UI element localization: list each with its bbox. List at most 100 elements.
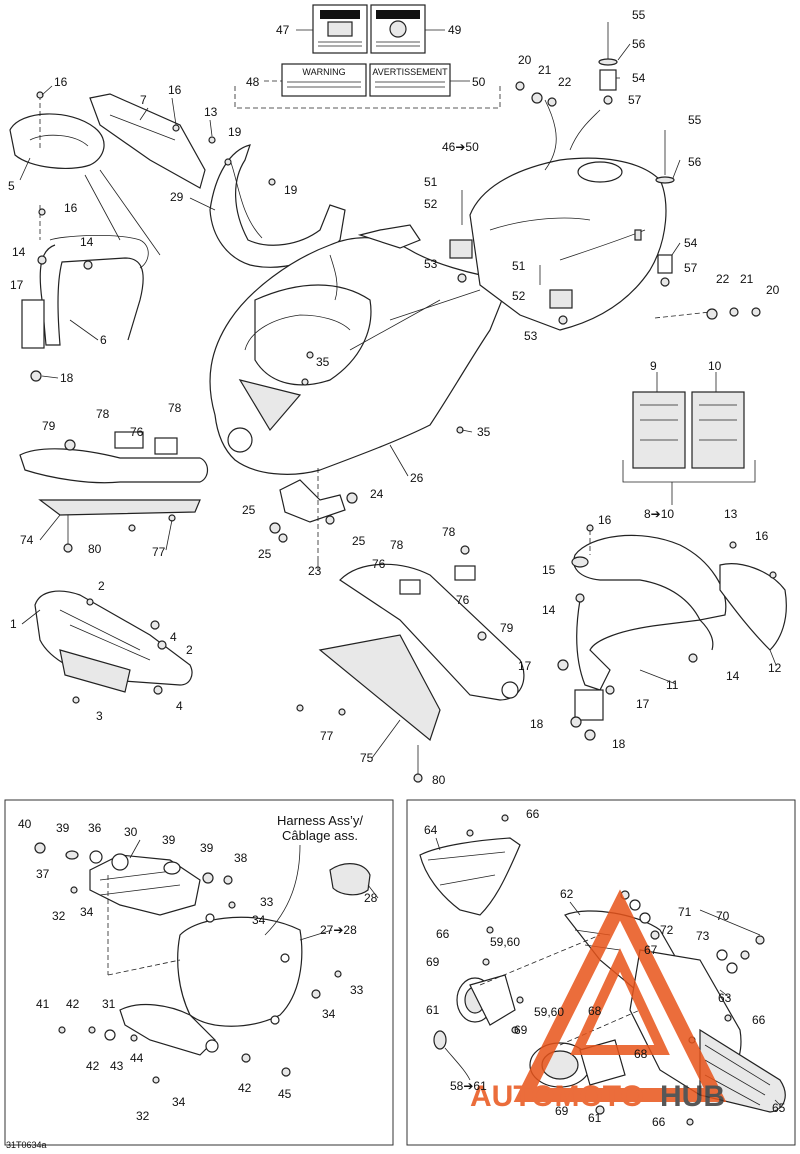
callout: 4 bbox=[176, 699, 183, 713]
callout: 8➔10 bbox=[644, 507, 674, 521]
decal-group-8-10 bbox=[622, 372, 756, 505]
hood-26 bbox=[209, 224, 511, 475]
callout: 53 bbox=[424, 257, 438, 271]
callout: 67 bbox=[644, 943, 658, 957]
callout: 65 bbox=[772, 1101, 786, 1115]
callout: 54 bbox=[684, 236, 698, 250]
front-bumper-1-assembly bbox=[34, 590, 193, 704]
callout: 12 bbox=[768, 661, 782, 675]
callout: 58➔61 bbox=[450, 1079, 487, 1093]
callout: 45 bbox=[278, 1087, 292, 1101]
callout: 16 bbox=[64, 201, 78, 215]
callout: 41 bbox=[36, 997, 50, 1011]
decal-10 bbox=[691, 391, 745, 469]
callout: 17 bbox=[636, 697, 650, 711]
front-bumper-6 bbox=[39, 244, 144, 346]
callout: 2 bbox=[186, 643, 193, 657]
callout: 28 bbox=[364, 891, 378, 905]
callout: 77 bbox=[152, 545, 166, 559]
callout: 47 bbox=[276, 23, 290, 37]
callout: 56 bbox=[688, 155, 702, 169]
callout: 14 bbox=[726, 669, 740, 683]
callout: 40 bbox=[18, 817, 32, 831]
callout: 54 bbox=[632, 71, 646, 85]
callout: 7 bbox=[140, 93, 147, 107]
callout: 57 bbox=[628, 93, 642, 107]
callout: 24 bbox=[370, 487, 384, 501]
callout: 66 bbox=[752, 1013, 766, 1027]
console-tank-assembly bbox=[449, 22, 761, 331]
fender-5 bbox=[9, 113, 105, 169]
callout: 78 bbox=[390, 538, 404, 552]
watermark-logo: AUTOMOTO HUB bbox=[470, 889, 727, 1113]
callout: 19 bbox=[228, 125, 242, 139]
callout: 5 bbox=[8, 179, 15, 193]
decal-50-title: AVERTISSEMENT bbox=[372, 67, 448, 77]
callout: 66 bbox=[526, 807, 540, 821]
callout: 25 bbox=[258, 547, 272, 561]
callout: 39 bbox=[56, 821, 70, 835]
callout: 52 bbox=[424, 197, 438, 211]
callout: 34 bbox=[80, 905, 94, 919]
mud-flap-12 bbox=[719, 563, 787, 651]
callout: 35 bbox=[316, 355, 330, 369]
callout: 38 bbox=[234, 851, 248, 865]
bumper-11 bbox=[576, 599, 714, 691]
callout: 42 bbox=[66, 997, 80, 1011]
callout: 27➔28 bbox=[320, 923, 357, 937]
bracket-17 bbox=[21, 299, 45, 349]
callout: 42 bbox=[86, 1059, 100, 1073]
callout: 46➔50 bbox=[442, 140, 479, 154]
callout: 36 bbox=[88, 821, 102, 835]
callout: 18 bbox=[612, 737, 626, 751]
callout: 77 bbox=[320, 729, 334, 743]
callout: 31 bbox=[102, 997, 116, 1011]
callout: 9 bbox=[650, 359, 657, 373]
callout: 16 bbox=[598, 513, 612, 527]
callout: 20 bbox=[766, 283, 780, 297]
callout: 62 bbox=[560, 887, 574, 901]
watermark-text-b: HUB bbox=[660, 1080, 725, 1113]
callout: 59,60 bbox=[534, 1005, 564, 1019]
callout: 16 bbox=[755, 529, 769, 543]
callout: 39 bbox=[162, 833, 176, 847]
callout-labels: 47 49 48 50 46➔50 55 56 54 57 20 21 22 5… bbox=[8, 8, 786, 1129]
callout: 79 bbox=[42, 419, 56, 433]
callout: 76 bbox=[456, 593, 470, 607]
callout: 63 bbox=[718, 991, 732, 1005]
decal-48-title: WARNING bbox=[302, 67, 345, 77]
callout: 51 bbox=[424, 175, 438, 189]
callout: 48 bbox=[246, 75, 260, 89]
callout: 33 bbox=[260, 895, 274, 909]
callout: 55 bbox=[632, 8, 646, 22]
callout: 55 bbox=[688, 113, 702, 127]
callout: 18 bbox=[530, 717, 544, 731]
callout: 17 bbox=[518, 659, 532, 673]
callout: 14 bbox=[80, 235, 94, 249]
callout: 49 bbox=[448, 23, 462, 37]
fender-8 bbox=[573, 534, 727, 621]
callout: 56 bbox=[632, 37, 646, 51]
callout: 19 bbox=[284, 183, 298, 197]
harness-label-line1: Harness Ass’y/ bbox=[277, 813, 363, 828]
callout: 78 bbox=[96, 407, 110, 421]
callout: 61 bbox=[588, 1111, 602, 1125]
spacer-54 bbox=[599, 69, 617, 91]
callout: 52 bbox=[512, 289, 526, 303]
callout: 23 bbox=[308, 564, 322, 578]
callout: 11 bbox=[666, 678, 679, 692]
callout: 59,60 bbox=[490, 935, 520, 949]
bracket-23 bbox=[269, 468, 358, 560]
document-code: 31T0634a bbox=[6, 1140, 47, 1150]
callout: 15 bbox=[542, 563, 556, 577]
callout: 71 bbox=[678, 905, 692, 919]
mud-flap-7 bbox=[89, 93, 206, 189]
callout: 35 bbox=[477, 425, 491, 439]
callout: 21 bbox=[538, 63, 552, 77]
callout: 64 bbox=[424, 823, 438, 837]
callout: 16 bbox=[168, 83, 182, 97]
callout: 34 bbox=[252, 913, 266, 927]
callout: 16 bbox=[54, 75, 68, 89]
headlight-lens-27 bbox=[177, 916, 303, 1027]
